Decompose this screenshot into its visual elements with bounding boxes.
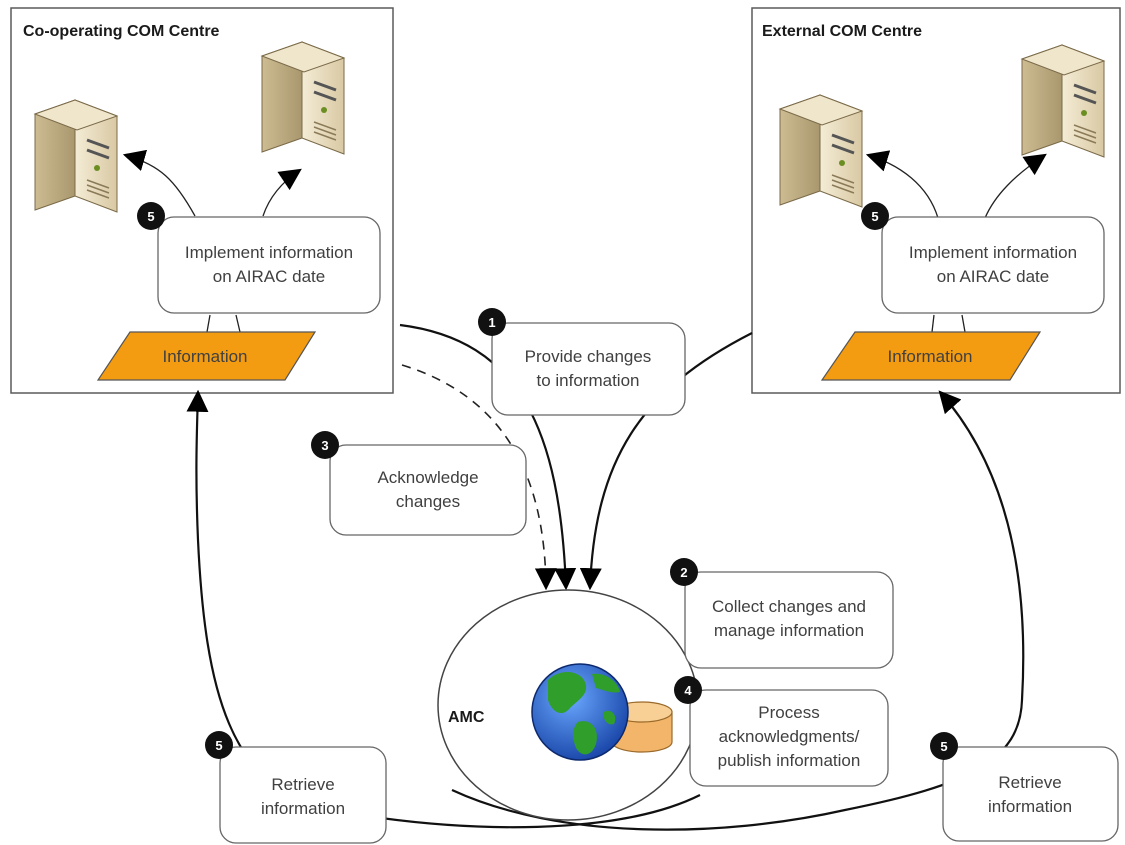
info-connector (931, 314, 935, 333)
server-icon (260, 40, 346, 156)
cooperating-centre-title: Co-operating COM Centre (23, 23, 220, 40)
step-badge: 5 (930, 732, 958, 760)
process-line3: publish information (718, 751, 861, 770)
info-connector (235, 314, 241, 333)
collect-changes-line1: Collect changes and (712, 597, 866, 616)
retrieve-left-box (219, 746, 387, 844)
acknowledge-line1: Acknowledge (377, 468, 478, 487)
svg-text:5: 5 (940, 739, 947, 754)
information-left-shape (96, 331, 317, 381)
amc-label: AMC (448, 709, 485, 726)
step-badge: 4 (674, 676, 702, 704)
server-icon (778, 93, 864, 209)
acknowledge-box (329, 444, 527, 536)
retrieve-right-line2: information (988, 797, 1072, 816)
process-line2: acknowledgments/ (719, 727, 860, 746)
information-right-label: Information (887, 347, 972, 366)
step-badge: 5 (137, 202, 165, 230)
svg-text:5: 5 (147, 209, 154, 224)
implement-to-server-arrow (865, 150, 939, 219)
svg-text:4: 4 (684, 683, 692, 698)
implement-left-line2: on AIRAC date (213, 267, 325, 286)
implement-to-server-arrow (122, 149, 196, 217)
info-connector (961, 314, 966, 333)
step-badge: 5 (861, 202, 889, 230)
globe-icon (531, 663, 629, 761)
information-left-label: Information (162, 347, 247, 366)
collect-changes-box (684, 571, 894, 669)
step-badge: 2 (670, 558, 698, 586)
acknowledge-line2: changes (396, 492, 460, 511)
implement-to-server-arrow (984, 153, 1047, 219)
provide-changes-line2: to information (537, 371, 640, 390)
step-badge: 5 (205, 731, 233, 759)
retrieve-right-line1: Retrieve (998, 773, 1061, 792)
info-connector (206, 314, 211, 333)
svg-text:5: 5 (215, 738, 222, 753)
implement-right-line1: Implement information (909, 243, 1077, 262)
implement-right-box (881, 216, 1105, 314)
collect-changes-line2: manage information (714, 621, 864, 640)
implement-left-box (157, 216, 381, 314)
svg-text:3: 3 (321, 438, 328, 453)
implement-left-line1: Implement information (185, 243, 353, 262)
external-centre-title: External COM Centre (762, 23, 922, 40)
information-right-shape (820, 331, 1042, 381)
svg-text:1: 1 (488, 315, 495, 330)
server-icon (1020, 43, 1106, 159)
server-icon (33, 98, 119, 214)
retrieve-right-box (942, 746, 1119, 842)
acknowledge-flow (401, 364, 557, 591)
process-box (689, 689, 889, 787)
svg-text:5: 5 (871, 209, 878, 224)
step-badge: 3 (311, 431, 339, 459)
implement-to-server-arrow (262, 168, 302, 217)
retrieve-left-line2: information (261, 799, 345, 818)
provide-changes-box (491, 322, 686, 416)
provide-flow-right (579, 332, 753, 591)
implement-right-line2: on AIRAC date (937, 267, 1049, 286)
process-line1: Process (758, 703, 819, 722)
svg-text:2: 2 (680, 565, 687, 580)
step-badge: 1 (478, 308, 506, 336)
provide-changes-line1: Provide changes (525, 347, 652, 366)
retrieve-left-line1: Retrieve (271, 775, 334, 794)
